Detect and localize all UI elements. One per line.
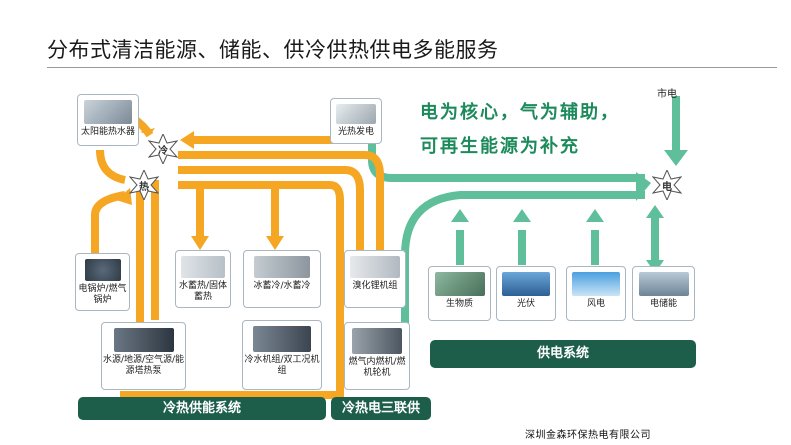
- box-heat-pump: 水源/地源/空气源/能源塔热泵: [101, 322, 186, 390]
- power-supply-system-bar: 供电系统: [430, 340, 696, 368]
- biomass-icon: [434, 272, 485, 296]
- lithium-bromide-icon: [350, 256, 400, 278]
- chiller-icon: [253, 326, 311, 352]
- solar-water-heater-icon: [84, 100, 132, 124]
- box-pv: 光伏: [496, 266, 556, 321]
- cold-storage-icon: [254, 256, 310, 278]
- cchp-bar: 冷热电三联供: [331, 397, 431, 420]
- solar-thermal-icon: [336, 104, 376, 124]
- orange-heat-flows: [91, 106, 384, 399]
- box-cold-storage: 冰蓄冷/水蓄冷: [243, 250, 321, 308]
- heat-pump-icon: [113, 328, 174, 352]
- pv-icon: [502, 272, 550, 296]
- box-wind: 风电: [566, 266, 626, 321]
- box-solar-water-heater: 太阳能热水器: [77, 94, 139, 146]
- cchp-to-grid-arrow: [401, 191, 645, 340]
- box-heat-storage: 水蓄热/固体蓄热: [175, 250, 231, 308]
- battery-storage-icon: [638, 272, 689, 296]
- cooling-heating-system-bar: 冷热供能系统: [78, 397, 326, 420]
- slogan-line-2: 可再生能源为补充: [420, 136, 580, 157]
- box-lithium-bromide: 溴化锂机组: [344, 250, 406, 308]
- electric-node-label: 电: [662, 182, 672, 193]
- slogan-line-1: 电为核心，气为辅助，: [420, 102, 620, 123]
- box-biomass: 生物质: [428, 266, 491, 321]
- box-chiller: 冷水机组/双工况机组: [242, 320, 322, 390]
- title-divider: [47, 67, 777, 68]
- box-storage: 电储能: [632, 266, 695, 321]
- company-name: 深圳金森环保热电有限公司: [525, 430, 651, 441]
- wind-turbine-icon: [572, 272, 620, 296]
- box-gas-engine: 燃气内燃机/燃机轮机: [344, 322, 410, 390]
- box-solar-thermal-power: 光热发电: [330, 98, 382, 144]
- mains-label: 市电: [657, 89, 677, 100]
- page-title: 分布式清洁能源、储能、供冷供热供电多能服务: [47, 38, 499, 62]
- electric-node: 电: [652, 170, 682, 200]
- boiler-icon: [84, 259, 121, 281]
- heat-node-label: 热: [139, 182, 149, 193]
- gas-engine-icon: [352, 328, 402, 354]
- heat-storage-icon: [181, 256, 225, 278]
- cold-node-label: 冷: [158, 146, 168, 157]
- box-boiler: 电锅炉/燃气锅炉: [75, 253, 130, 311]
- heat-node: 热: [129, 170, 159, 200]
- cold-node: 冷: [148, 134, 178, 164]
